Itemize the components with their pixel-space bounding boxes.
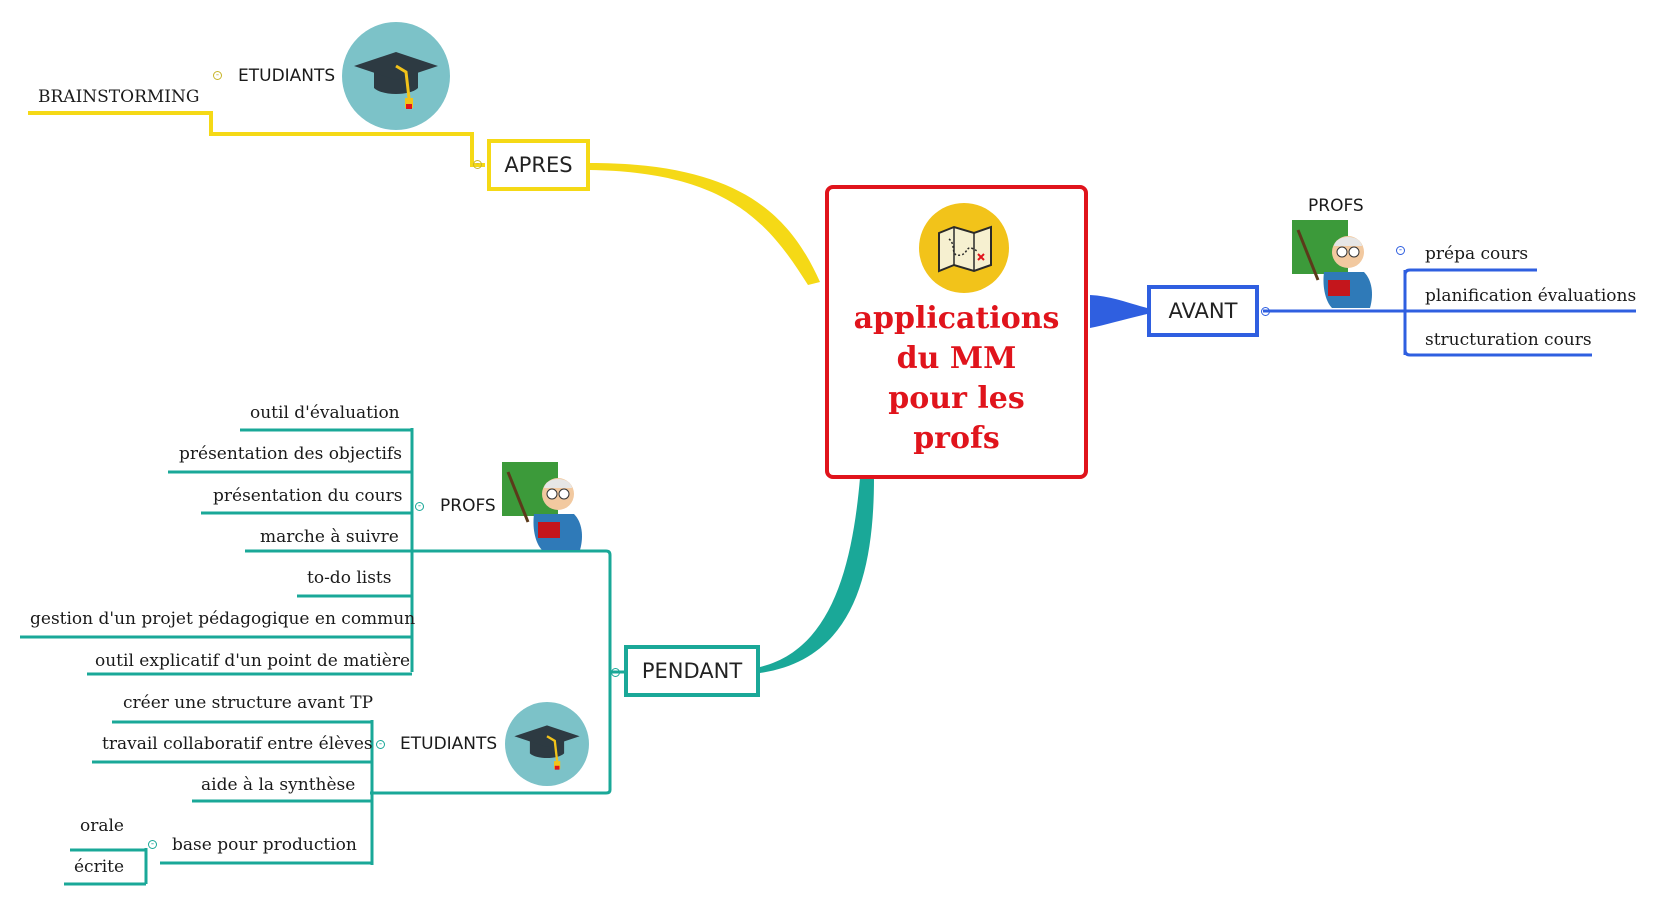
pendant-etudiants-label[interactable]: ETUDIANTS [400, 734, 498, 754]
teacher-icon [502, 462, 588, 554]
apres-etudiants-label[interactable]: ETUDIANTS [238, 66, 336, 86]
production-item-orale[interactable]: orale [80, 816, 124, 836]
production-collapse-toggle[interactable]: - [148, 840, 157, 849]
branch-apres[interactable]: APRES [487, 139, 590, 191]
pendant-profs-item-3[interactable]: présentation du cours [213, 486, 403, 506]
pendant-profs-item-2[interactable]: présentation des objectifs [179, 444, 402, 464]
central-topic-title: applications du MM pour les profs [853, 301, 1060, 456]
central-topic[interactable]: applications du MM pour les profs [825, 185, 1088, 479]
branch-pendant-label: PENDANT [641, 659, 743, 683]
pendant-profs-item-6[interactable]: gestion d'un projet pédagogique en commu… [30, 609, 416, 629]
graduation-cap-icon [342, 22, 450, 134]
pendant-profs-item-7[interactable]: outil explicatif d'un point de matière [95, 651, 411, 671]
teacher-icon [1292, 220, 1378, 312]
avant-item-1-line [1403, 268, 1537, 276]
pendant-etudiants-item-1[interactable]: créer une structure avant TP [123, 693, 374, 713]
avant-item-3[interactable]: structuration cours [1425, 330, 1592, 350]
branch-avant-label: AVANT [1168, 299, 1238, 323]
avant-item-2[interactable]: planification évaluations [1425, 286, 1637, 306]
pendant-profs-item-lines [20, 428, 412, 676]
branch-pendant[interactable]: PENDANT [624, 645, 760, 697]
branch-avant-connector [1090, 295, 1147, 328]
graduation-cap-icon [505, 702, 589, 790]
apres-etudiants-collapse-toggle[interactable]: - [213, 71, 222, 80]
production-label[interactable]: base pour production [172, 835, 357, 855]
apres-item[interactable]: BRAINSTORMING [38, 87, 200, 107]
avant-profs-collapse-toggle[interactable]: - [1396, 246, 1405, 255]
avant-profs-label[interactable]: PROFS [1308, 196, 1364, 216]
branch-pendant-connector [760, 478, 874, 673]
pendant-etudiants-collapse-toggle[interactable]: - [376, 740, 385, 749]
pendant-etudiants-item-lines [92, 720, 372, 865]
avant-collapse-toggle[interactable]: - [1261, 307, 1270, 316]
avant-item-3-line [1403, 349, 1592, 357]
branch-apres-label: APRES [504, 153, 573, 177]
pendant-profs-label[interactable]: PROFS [440, 496, 496, 516]
map-icon [919, 203, 1009, 297]
branch-avant[interactable]: AVANT [1147, 285, 1259, 337]
pendant-etudiants-item-2[interactable]: travail collaboratif entre élèves [102, 734, 373, 754]
pendant-profs-item-5[interactable]: to-do lists [307, 568, 392, 588]
production-item-ecrite[interactable]: écrite [74, 857, 125, 877]
pendant-trunk [370, 549, 626, 795]
pendant-etudiants-item-3[interactable]: aide à la synthèse [201, 775, 356, 795]
pendant-profs-item-4[interactable]: marche à suivre [260, 527, 399, 547]
pendant-collapse-toggle[interactable]: - [611, 668, 620, 677]
production-items-lines [64, 848, 148, 886]
pendant-profs-collapse-toggle[interactable]: - [415, 502, 424, 511]
apres-collapse-toggle[interactable]: - [473, 160, 482, 169]
pendant-profs-item-1[interactable]: outil d'évaluation [250, 403, 400, 423]
branch-apres-connector [590, 163, 820, 285]
avant-item-1[interactable]: prépa cours [1425, 244, 1529, 264]
